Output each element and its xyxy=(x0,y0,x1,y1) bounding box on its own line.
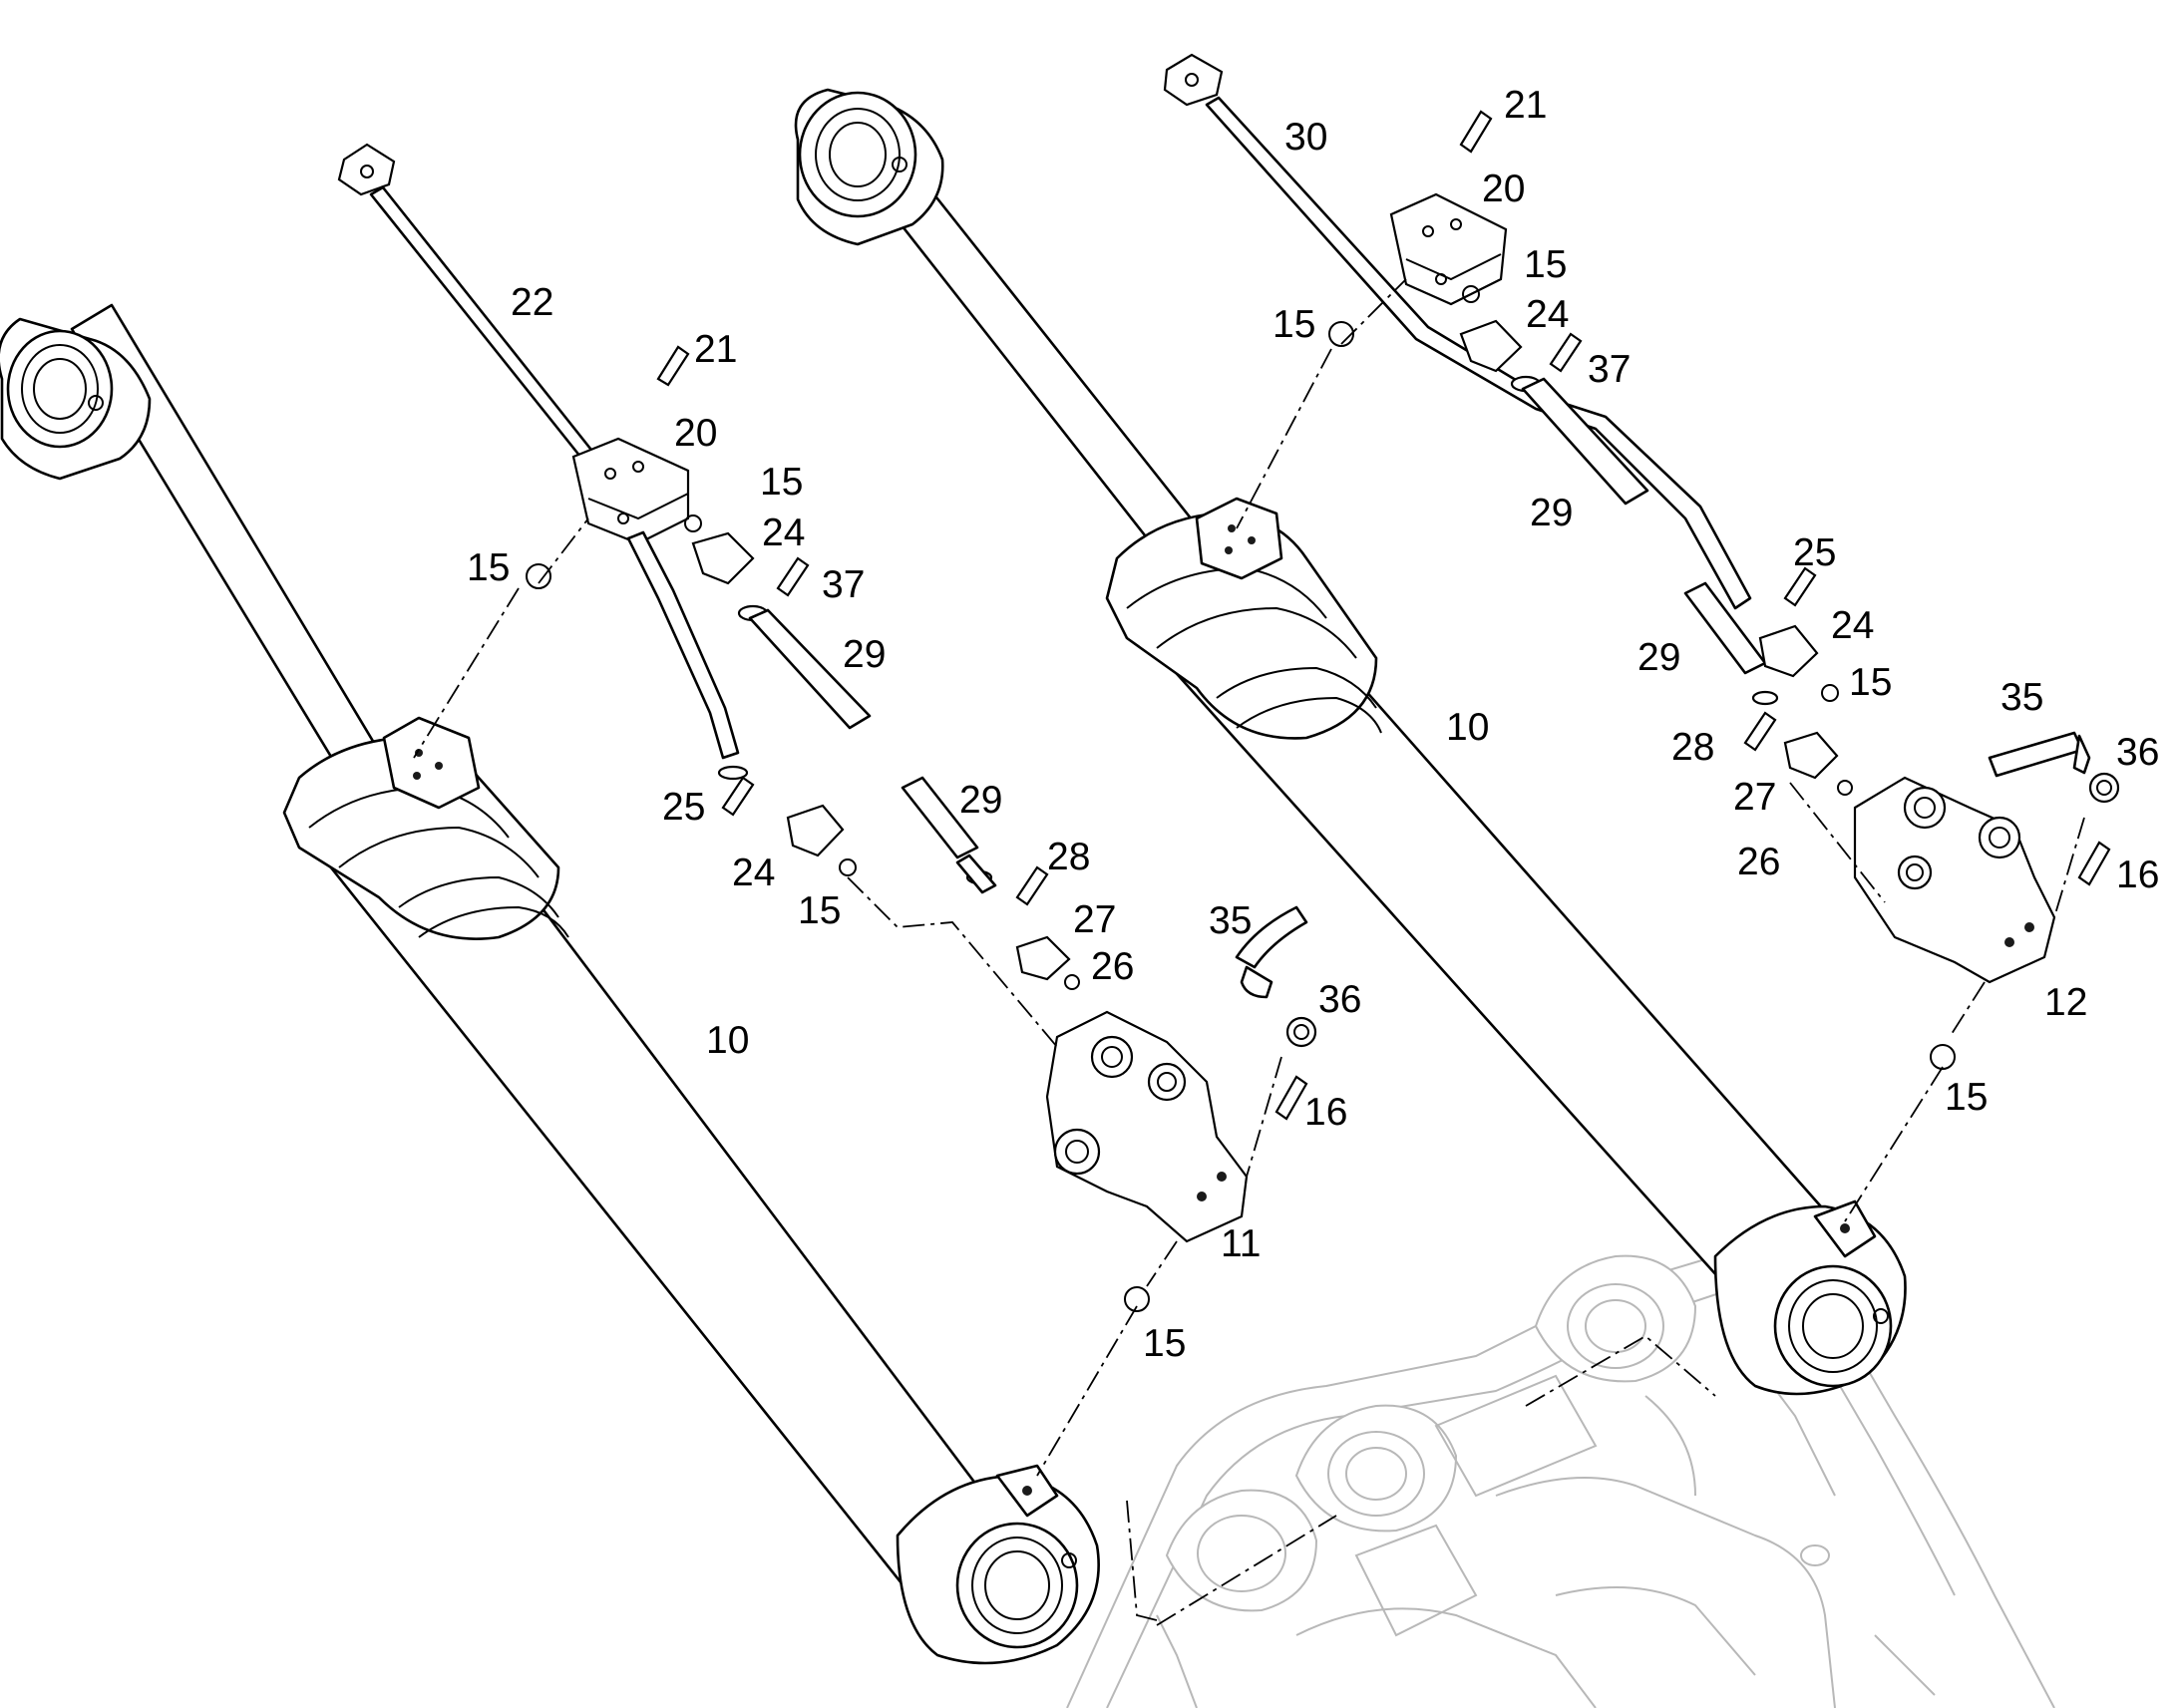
dash-lines-right xyxy=(1236,278,2085,1407)
clamp-27-right xyxy=(1783,731,1839,780)
pipe-flange-20-right xyxy=(1389,192,1508,306)
callout-25: 25 xyxy=(1793,531,1836,574)
callout-30: 30 xyxy=(1284,116,1327,159)
callout-15: 15 xyxy=(1849,661,1892,704)
hose-29-left-a xyxy=(737,604,872,730)
callout-12: 12 xyxy=(2044,981,2087,1024)
callout-37: 37 xyxy=(822,563,865,606)
cylinder-right xyxy=(794,88,1907,1396)
callout-28: 28 xyxy=(1047,836,1090,878)
callout-36: 36 xyxy=(1318,978,1361,1021)
clamp-24-right-a xyxy=(1459,319,1523,373)
hose-29-left-b xyxy=(901,776,997,894)
callout-15: 15 xyxy=(1945,1076,1988,1119)
callout-20: 20 xyxy=(674,412,717,455)
callout-37: 37 xyxy=(1588,348,1631,391)
clamp-24-left-b xyxy=(786,804,845,857)
dash-lines-left xyxy=(413,517,1337,1626)
valve-12 xyxy=(1853,776,2056,984)
callout-16: 16 xyxy=(1304,1091,1347,1134)
small-parts-right xyxy=(1328,110,2111,1070)
callout-29: 29 xyxy=(843,633,886,676)
callout-27: 27 xyxy=(1733,776,1776,819)
cylinder-left xyxy=(0,303,1100,1665)
tube-left-upper xyxy=(626,530,749,781)
boom-bracket-background xyxy=(1066,1253,2055,1708)
callout-15: 15 xyxy=(1143,1322,1186,1365)
callouts-left: 22 21 20 15 15 24 37 29 25 24 15 29 28 2… xyxy=(467,281,1361,1365)
pipe-flange-20-left xyxy=(571,437,690,545)
callout-27: 27 xyxy=(1073,898,1116,941)
clamp-24-left-a xyxy=(691,531,755,585)
callout-24: 24 xyxy=(732,852,775,894)
callout-26: 26 xyxy=(1737,841,1780,883)
hose-35-right xyxy=(1988,731,2091,778)
callout-15: 15 xyxy=(798,889,841,932)
hose-35-left xyxy=(1235,905,1308,999)
hose-29-right-a xyxy=(1510,375,1649,506)
clamp-27-left xyxy=(1015,935,1071,981)
callout-29: 29 xyxy=(959,779,1002,822)
pipe-22 xyxy=(337,143,600,469)
callout-24: 24 xyxy=(762,512,805,554)
callout-35: 35 xyxy=(1209,899,1252,942)
callout-15: 15 xyxy=(467,546,510,589)
callout-15: 15 xyxy=(760,461,803,504)
callout-20: 20 xyxy=(1482,168,1525,210)
fitting-36-left xyxy=(1285,1016,1317,1048)
callout-24: 24 xyxy=(1526,293,1569,336)
callout-24: 24 xyxy=(1831,604,1874,647)
callout-25: 25 xyxy=(662,786,705,829)
callout-22: 22 xyxy=(511,281,553,324)
callout-36: 36 xyxy=(2116,731,2159,774)
callout-10: 10 xyxy=(706,1019,749,1062)
callout-21: 21 xyxy=(694,328,737,371)
pipe-30 xyxy=(1163,53,1752,610)
small-parts-left xyxy=(526,345,1308,1312)
callouts-right: 30 21 20 15 15 24 37 29 25 24 29 15 35 3… xyxy=(1272,84,2159,1119)
callout-11: 11 xyxy=(1221,1222,1262,1265)
fitting-36-right xyxy=(2088,772,2120,804)
callout-15: 15 xyxy=(1524,243,1567,286)
callout-35: 35 xyxy=(2000,676,2043,719)
valve-11 xyxy=(1045,1010,1249,1243)
callout-21: 21 xyxy=(1504,84,1547,127)
callout-28: 28 xyxy=(1671,726,1714,769)
callout-16: 16 xyxy=(2116,854,2159,896)
callout-26: 26 xyxy=(1091,945,1134,988)
callout-15: 15 xyxy=(1272,303,1315,346)
clamp-24-right-b xyxy=(1758,624,1819,678)
callout-29: 29 xyxy=(1637,636,1680,679)
callout-29: 29 xyxy=(1530,492,1573,534)
callout-10: 10 xyxy=(1446,706,1489,749)
